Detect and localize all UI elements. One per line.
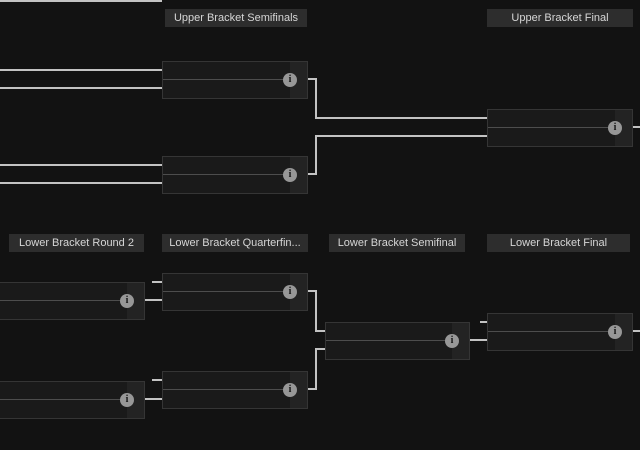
round-header-lower-final: Lower Bracket Final [487,234,630,252]
bracket-connector [315,117,487,119]
bracket-connector [315,135,317,175]
bracket-connector [0,69,162,71]
match-lower-semifinal: i [325,322,470,360]
info-icon[interactable]: i [283,73,297,87]
info-icon[interactable]: i [608,121,622,135]
round-header-lower-semifinal: Lower Bracket Semifinal [329,234,465,252]
bracket-connector [0,0,162,2]
round-header-upper-final: Upper Bracket Final [487,9,633,27]
bracket-connector [152,379,162,381]
match-lower-round2-2: i [0,381,145,419]
team-slot-top [326,323,469,341]
bracket-connector [0,87,162,89]
match-upper-final: i [487,109,633,147]
team-slot-top [0,283,144,301]
team-slot-top [488,110,632,128]
score-column [290,157,307,193]
score-column [452,323,469,359]
info-icon[interactable]: i [120,294,134,308]
bracket-connector [308,388,317,390]
bracket-connector [308,173,317,175]
bracket-connector [308,78,317,80]
bracket-connector [315,290,317,332]
score-column [290,62,307,98]
team-slot-top [163,157,307,175]
match-lower-final: i [487,313,633,351]
bracket-connector [315,348,325,350]
team-slot-top [163,62,307,80]
bracket-connector [470,339,487,341]
info-icon[interactable]: i [283,168,297,182]
match-lower-quarterfinal-1: i [162,273,308,311]
info-icon[interactable]: i [120,393,134,407]
bracket-connector [633,330,640,332]
score-column [615,314,632,350]
team-slot-top [163,274,307,292]
bracket-connector [315,348,317,390]
score-column [615,110,632,146]
match-upper-semifinal-2: i [162,156,308,194]
info-icon[interactable]: i [283,285,297,299]
bracket-connector [308,290,317,292]
score-column [127,382,144,418]
round-header-upper-semifinals: Upper Bracket Semifinals [165,9,307,27]
team-slot-top [0,382,144,400]
score-column [127,283,144,319]
bracket-connector [145,299,162,301]
match-upper-semifinal-1: i [162,61,308,99]
score-column [290,372,307,408]
bracket-connector [315,135,487,137]
bracket-connector [633,126,640,128]
info-icon[interactable]: i [445,334,459,348]
info-icon[interactable]: i [283,383,297,397]
match-lower-quarterfinal-2: i [162,371,308,409]
team-slot-top [488,314,632,332]
score-column [290,274,307,310]
bracket-connector [0,182,162,184]
bracket-connector [152,281,162,283]
bracket-connector [480,321,487,323]
round-header-lower-quarterfinals: Lower Bracket Quarterfin... [162,234,308,252]
bracket-connector [0,164,162,166]
match-lower-round2-1: i [0,282,145,320]
round-header-lower-round-2: Lower Bracket Round 2 [9,234,144,252]
bracket-connector [145,398,162,400]
info-icon[interactable]: i [608,325,622,339]
team-slot-top [163,372,307,390]
bracket-connector [315,330,325,332]
bracket-connector [315,78,317,119]
